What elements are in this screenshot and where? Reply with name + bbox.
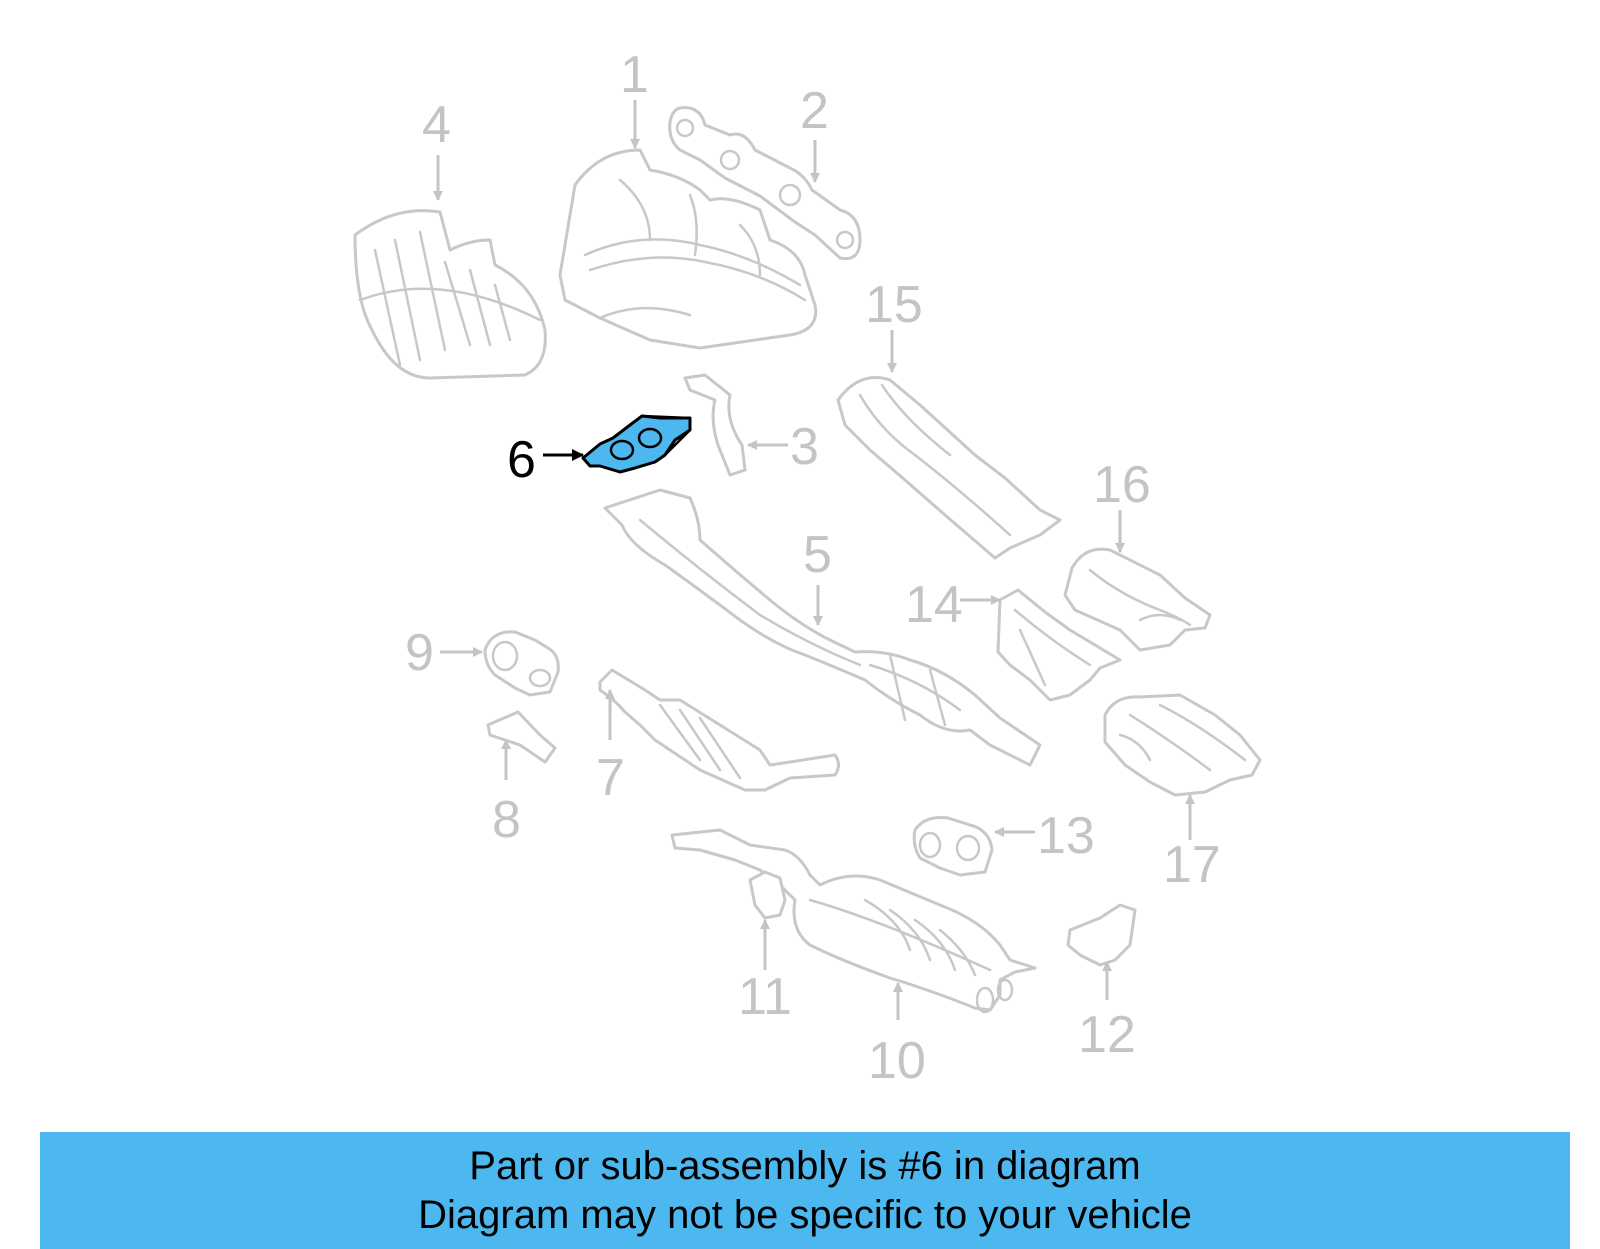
part-11-hanger bbox=[748, 870, 787, 920]
callout-3: 3 bbox=[790, 418, 819, 476]
exploded-parts-diagram: 1 2 3 4 5 6 7 8 9 10 11 12 13 14 15 16 1… bbox=[353, 46, 1262, 1090]
part-13-clamp bbox=[912, 816, 994, 877]
part-10-muffler bbox=[670, 828, 1037, 1014]
callout-16: 16 bbox=[1093, 456, 1151, 514]
part-17-heat-shield bbox=[1103, 693, 1262, 797]
callout-14: 14 bbox=[905, 576, 963, 634]
part-16-heat-shield bbox=[1063, 547, 1212, 652]
callout-10: 10 bbox=[868, 1032, 926, 1090]
part-1-exhaust-manifold bbox=[558, 148, 818, 350]
part-12-bracket bbox=[1066, 903, 1137, 967]
part-3-bracket bbox=[683, 373, 747, 477]
part-7-center-pipe bbox=[598, 668, 840, 792]
callout-11: 11 bbox=[738, 968, 792, 1026]
callout-13: 13 bbox=[1037, 807, 1095, 865]
callout-8: 8 bbox=[492, 791, 521, 849]
part-14-heat-shield bbox=[996, 588, 1122, 702]
callout-4: 4 bbox=[422, 96, 451, 154]
info-banner: Part or sub-assembly is #6 in diagram Di… bbox=[40, 1132, 1570, 1249]
callout-1: 1 bbox=[620, 46, 649, 104]
part-15-heat-shield bbox=[836, 376, 1062, 560]
callout-6: 6 bbox=[507, 431, 536, 489]
part-4-heat-shield bbox=[353, 209, 547, 380]
banner-line-part-number: Part or sub-assembly is #6 in diagram bbox=[469, 1144, 1141, 1188]
callout-numbers: 1 2 3 4 5 6 7 8 9 10 11 12 13 14 15 16 1… bbox=[405, 46, 1221, 1090]
callout-7: 7 bbox=[596, 749, 625, 807]
callout-5: 5 bbox=[803, 526, 832, 584]
banner-line-disclaimer: Diagram may not be specific to your vehi… bbox=[418, 1193, 1192, 1237]
part-5-front-pipe-catalytic-converter bbox=[603, 488, 1042, 767]
callout-12: 12 bbox=[1078, 1006, 1136, 1064]
leader-lines bbox=[433, 100, 1195, 1020]
callout-2: 2 bbox=[800, 82, 829, 140]
part-8-bracket bbox=[486, 710, 557, 764]
callout-17: 17 bbox=[1163, 836, 1221, 894]
part-9-clamp bbox=[483, 630, 560, 697]
part-6-gasket-highlighted[interactable] bbox=[581, 414, 692, 474]
callout-15: 15 bbox=[865, 276, 923, 334]
part-2-manifold-gasket bbox=[668, 106, 862, 261]
callout-9: 9 bbox=[405, 624, 434, 682]
